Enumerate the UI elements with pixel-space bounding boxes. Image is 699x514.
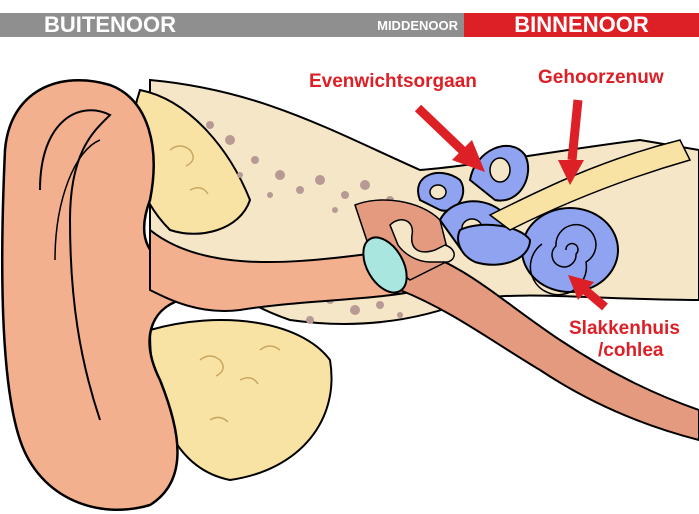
eardrum [362,236,408,294]
cochlea-spiral [529,223,597,296]
inner-ear-header: BINNENOOR [464,12,699,37]
auditory-nerve-label: Gehoorzenuw [538,67,664,88]
cochlea-label-line2: /cohlea [598,340,664,361]
pinna-fold [39,109,112,421]
label-arrows [414,99,608,311]
auditory-nerve [488,139,692,231]
cochlea-label: Slakkenhuis [569,318,680,339]
eustachian-tube [398,248,699,442]
pinna [0,79,182,512]
vestibule [457,223,532,266]
ossicles [389,219,455,263]
inner-ear-header-label: BINNENOOR [514,12,649,37]
ear-canal [149,227,422,312]
middle-ear-header: MIDDENOOR [237,13,464,37]
outer-ear-header-label: BUITENOOR [44,12,176,37]
pinna-inner-fold [54,139,101,261]
middle-ear-header-label: MIDDENOOR [377,17,458,33]
outer-ear-header: BUITENOOR [0,12,237,37]
cartilage-texture [169,145,281,423]
vestibular-organ-label: Evenwichtsorgaan [309,71,477,92]
